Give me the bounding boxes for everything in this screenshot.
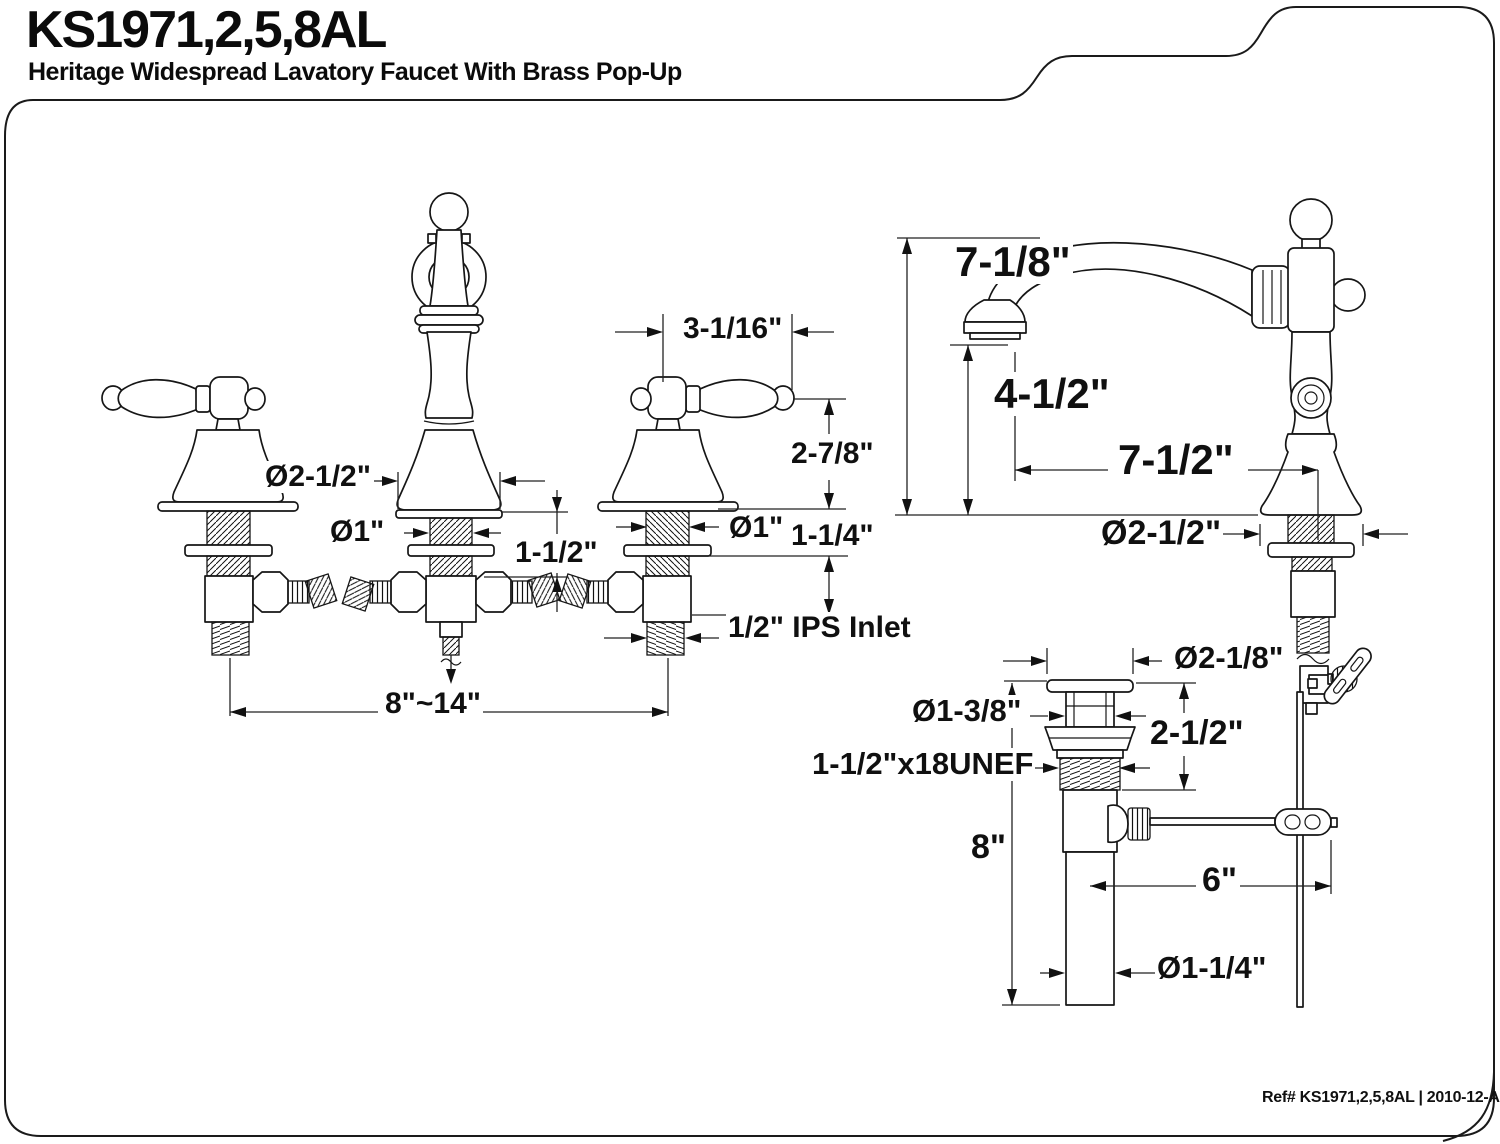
base-bell-side <box>1259 433 1363 516</box>
spout-tee-body <box>425 575 477 623</box>
dim-side-base-diameter: Ø2-1/2" <box>1099 514 1224 552</box>
dim-side-overall-height: 7-1/8" <box>953 238 1073 285</box>
spout-outlet <box>964 299 1026 323</box>
dim-popup-thread-spec: 1-1/2"x18UNEF <box>810 746 1036 781</box>
dim-popup-pivot-rod-length: 6" <box>1200 861 1240 899</box>
faucet-body-side <box>1287 247 1335 333</box>
page-curl-line <box>1442 1071 1495 1142</box>
handle-knob-side <box>1330 278 1366 312</box>
dim-front-deck-thickness: 1-1/2" <box>513 536 600 569</box>
front-view-dimensions <box>229 314 848 717</box>
lift-rod <box>1296 691 1304 1008</box>
dim-side-spout-reach: 7-1/2" <box>1116 436 1236 483</box>
dim-front-inlet: 1/2" IPS Inlet <box>726 611 913 644</box>
popup-dimensions <box>1002 648 1332 1006</box>
dim-front-shank-below-deck: 1-1/4" <box>789 519 876 552</box>
page-title: KS1971,2,5,8AL <box>26 1 387 59</box>
lift-rod-arrow <box>446 669 456 684</box>
handle-front-view <box>101 376 338 656</box>
dim-side-spout-height: 4-1/2" <box>992 370 1112 417</box>
mounting-strap <box>1323 647 1372 705</box>
reference-number: Ref# KS1971,2,5,8AL | 2010-12-A <box>1262 1089 1500 1106</box>
spout-finial <box>429 192 469 232</box>
spout-front-view <box>341 192 561 684</box>
dim-front-handle-width: 3-1/16" <box>681 312 785 345</box>
dim-popup-plug-diameter: Ø1-3/8" <box>910 693 1024 728</box>
inlet-thread <box>211 621 250 656</box>
pivot-nut <box>1127 807 1151 841</box>
drain-thread <box>1059 757 1121 791</box>
front-view-drawing <box>101 192 848 717</box>
drain-flange <box>1046 679 1134 693</box>
dim-popup-tailpiece-diameter: Ø1-1/4" <box>1155 950 1269 985</box>
popup-drain-drawing <box>1002 648 1338 1006</box>
dim-popup-flange-diameter: Ø2-1/8" <box>1172 640 1286 675</box>
page-subtitle: Heritage Widespread Lavatory Faucet With… <box>28 58 682 86</box>
side-view-dimensions <box>897 237 1408 546</box>
pivot-dome <box>1107 804 1129 844</box>
dim-front-base-diameter: Ø2-1/2" <box>263 460 373 493</box>
dim-front-spread: 8"~14" <box>383 687 484 720</box>
dim-popup-flange-to-thread: 2-1/2" <box>1148 714 1246 752</box>
dim-popup-overall-height: 8" <box>969 828 1009 866</box>
finial-side <box>1289 198 1333 242</box>
sheet-border <box>4 6 1495 1142</box>
side-view-drawing <box>895 198 1408 1008</box>
dim-front-handle-height: 2-7/8" <box>789 437 876 470</box>
supply-nut <box>252 571 289 613</box>
clevis <box>1274 808 1332 836</box>
dim-front-spout-shank-diameter: Ø1" <box>328 515 387 548</box>
tailpiece <box>1065 851 1115 1006</box>
dim-front-handle-shank-diameter: Ø1" <box>727 511 786 544</box>
pivot-rod <box>1149 817 1276 826</box>
